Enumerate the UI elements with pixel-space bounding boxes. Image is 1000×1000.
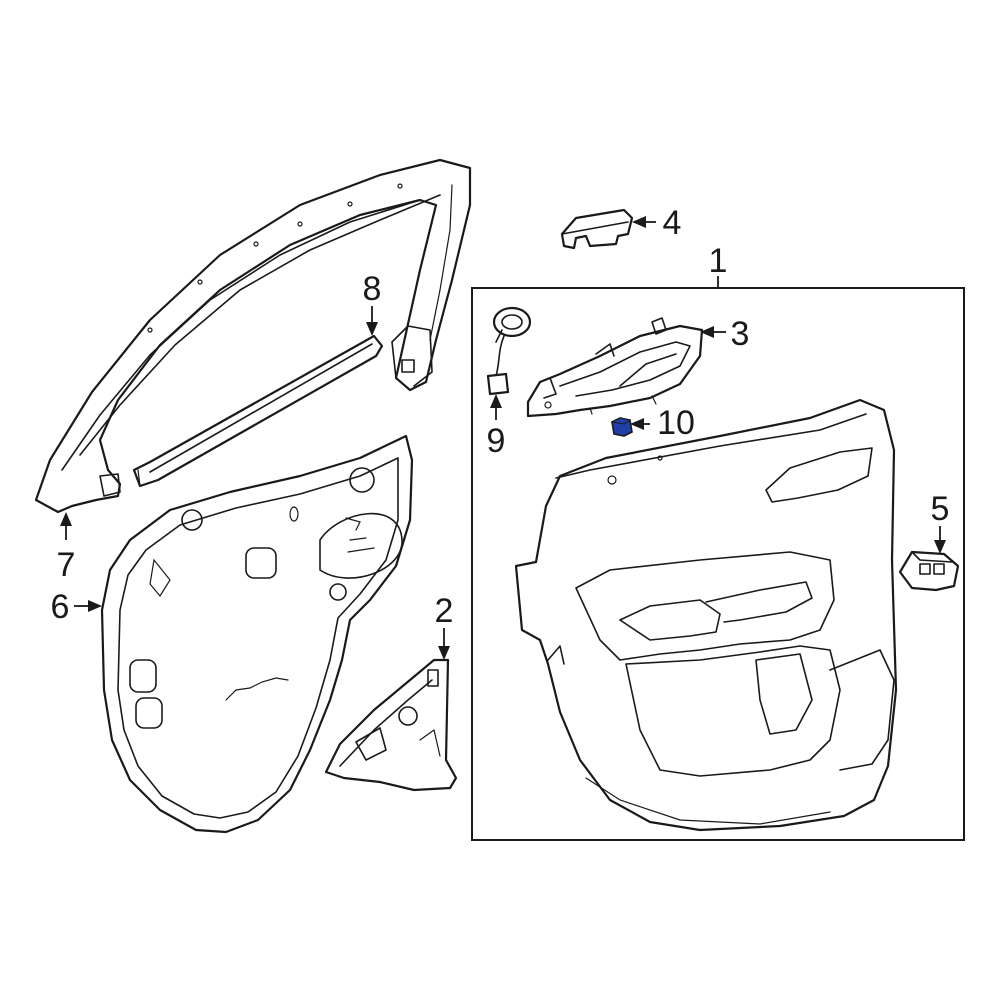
callout-3: 3 (700, 315, 749, 353)
callout-label-10: 10 (657, 404, 695, 442)
water-deflector (100, 434, 414, 834)
callout-1: 1 (709, 242, 728, 288)
callout-label-7: 7 (57, 546, 76, 584)
callout-label-4: 4 (663, 204, 682, 242)
callout-label-1: 1 (709, 242, 728, 280)
belt-molding (132, 334, 384, 488)
door-bracket (324, 658, 458, 792)
door-frame-seal (34, 158, 472, 514)
callout-9: 9 (487, 394, 506, 460)
callout-label-5: 5 (931, 490, 950, 528)
callout-label-6: 6 (51, 588, 70, 626)
pull-cup-insert (560, 208, 634, 250)
callout-label-8: 8 (363, 270, 382, 308)
nut (610, 417, 633, 437)
door-trim-panel (514, 398, 898, 832)
callout-2: 2 (435, 592, 454, 660)
wire-harness-connector (486, 306, 532, 396)
inside-door-handle (526, 317, 704, 418)
callout-5: 5 (931, 490, 950, 554)
callout-8: 8 (363, 270, 382, 336)
callout-4: 4 (632, 204, 681, 242)
callout-6: 6 (51, 588, 102, 626)
window-switch (898, 550, 960, 592)
callout-label-3: 3 (731, 315, 750, 353)
callout-10: 10 (630, 404, 695, 442)
callout-label-2: 2 (435, 592, 454, 630)
callout-7: 7 (57, 512, 76, 584)
callout-label-9: 9 (487, 422, 506, 460)
